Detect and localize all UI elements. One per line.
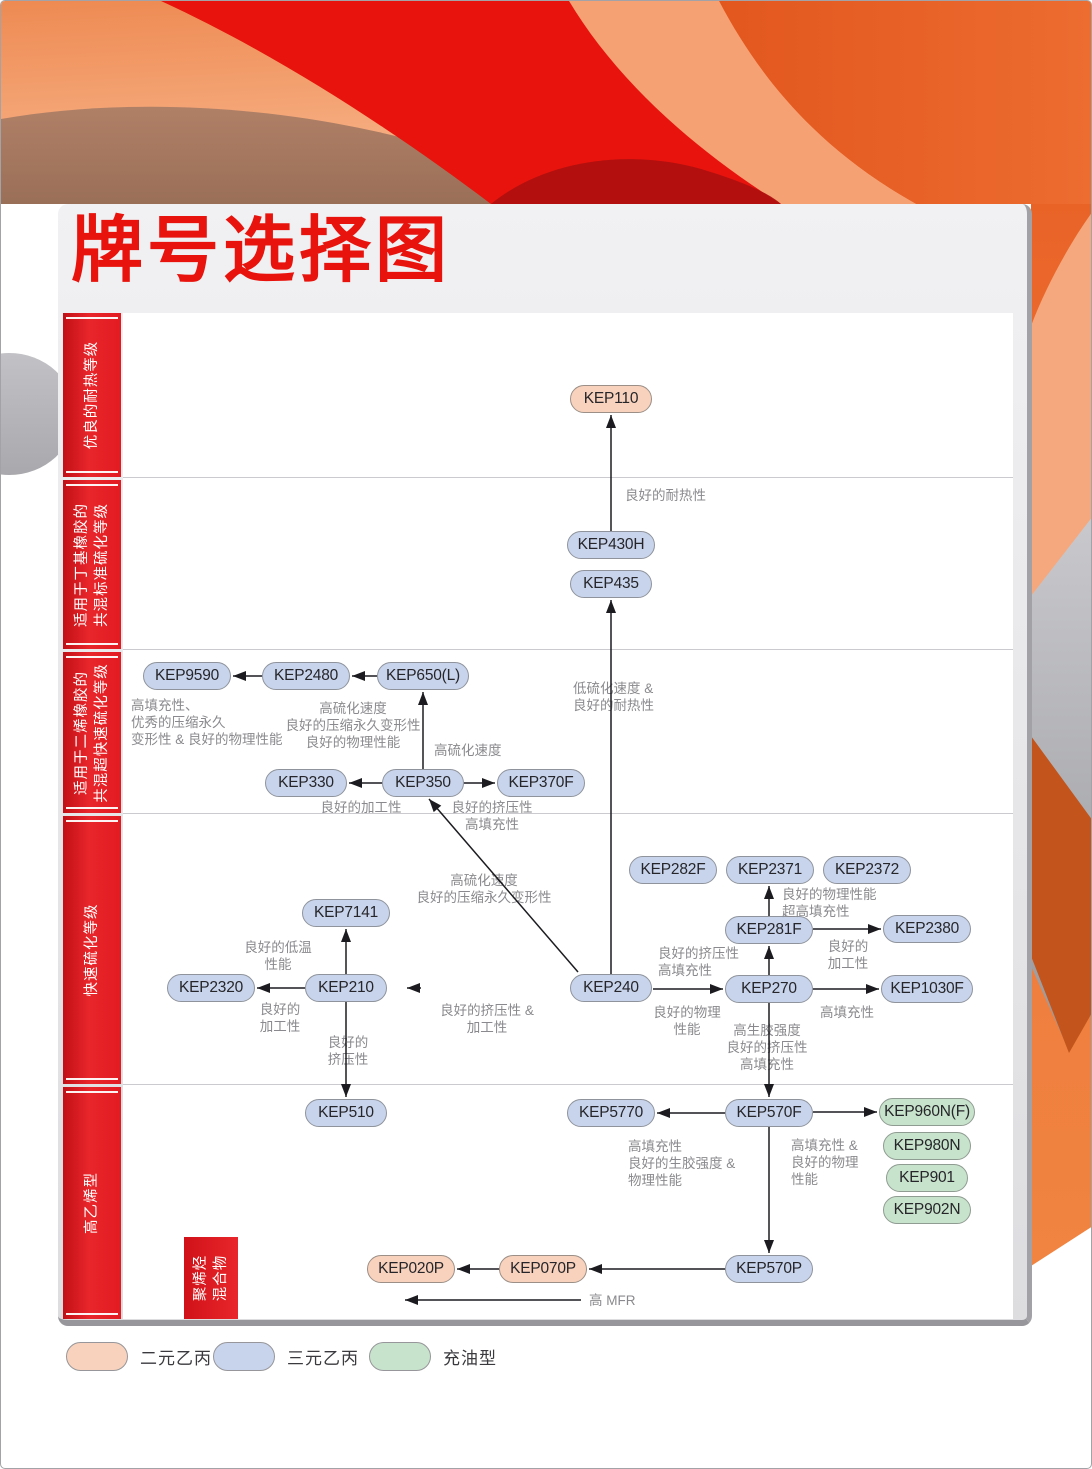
legend-item-epdm-ternary: 三元乙丙	[213, 1342, 359, 1371]
sidebar-band-3: 适用于二烯橡胶的 共混超快速硫化等级	[63, 652, 121, 813]
annotation-label: 高填充性 良好的生胶强度 & 物理性能	[628, 1139, 736, 1188]
annotation-label: 高硫化速度 良好的压缩永久变形性	[416, 873, 552, 905]
annotation-label: 良好的挤压性 & 加工性	[440, 1003, 534, 1035]
polyolefin-label: 聚烯烃 混合物	[193, 1254, 229, 1302]
node-KEP2380: KEP2380	[883, 915, 971, 943]
node-KEP435: KEP435	[570, 570, 652, 598]
legend-item-oil-extended: 充油型	[369, 1342, 497, 1371]
row-separator	[123, 649, 1013, 650]
annotation-label: 良好的挤压性 高填充性	[451, 800, 533, 832]
node-KEP070P: KEP070P	[499, 1255, 587, 1283]
node-KEP960N(F): KEP960N(F)	[879, 1098, 975, 1126]
node-KEP901: KEP901	[886, 1164, 968, 1192]
annotation-label: 良好的 加工性	[259, 1002, 301, 1034]
node-KEP281F: KEP281F	[725, 916, 813, 944]
node-KEP110: KEP110	[570, 385, 652, 413]
legend-swatch-pink	[66, 1342, 128, 1371]
annotation-label: 高生胶强度 良好的挤压性 高填充性	[726, 1023, 808, 1072]
node-KEP2372: KEP2372	[823, 856, 911, 884]
annotation-label: 高硫化速度 良好的压缩永久变形性 良好的物理性能	[285, 701, 421, 750]
annotation-label: 高 MFR	[589, 1293, 636, 1308]
node-KEP350: KEP350	[382, 769, 464, 797]
node-KEP980N: KEP980N	[883, 1132, 971, 1160]
legend-swatch-green	[369, 1342, 431, 1371]
node-KEP7141: KEP7141	[302, 899, 390, 927]
row-separator	[123, 477, 1013, 478]
node-KEP270: KEP270	[725, 975, 813, 1003]
node-KEP9590: KEP9590	[143, 662, 231, 690]
annotation-label: 良好的低温 性能	[244, 940, 312, 972]
sidebar-band-label: 优良的耐热等级	[84, 340, 100, 450]
node-KEP570F: KEP570F	[725, 1099, 813, 1127]
right-swirl-graphic	[1031, 204, 1091, 1266]
sidebar-band-2: 适用于丁基橡胶的 共混标准硫化等级	[63, 480, 121, 649]
node-KEP2371: KEP2371	[726, 856, 814, 884]
annotation-label: 良好的耐热性	[625, 488, 706, 503]
node-KEP1030F: KEP1030F	[881, 975, 973, 1003]
legend-label: 充油型	[443, 1349, 497, 1368]
annotation-label: 高硫化速度	[434, 743, 502, 758]
node-KEP020P: KEP020P	[367, 1255, 455, 1283]
node-KEP902N: KEP902N	[883, 1196, 971, 1224]
node-KEP430H: KEP430H	[567, 531, 655, 559]
annotation-label: 低硫化速度 & 良好的耐热性	[573, 681, 654, 713]
annotation-label: 良好的物理性能 超高填充性	[782, 887, 877, 919]
node-KEP330: KEP330	[265, 769, 347, 797]
node-KEP240: KEP240	[570, 974, 652, 1002]
sidebar-band-label: 适用于丁基橡胶的 共混标准硫化等级	[74, 502, 110, 627]
node-KEP370F: KEP370F	[497, 769, 585, 797]
legend-item-epdm-binary: 二元乙丙	[66, 1342, 212, 1371]
page-title: 牌号选择图	[71, 207, 452, 292]
annotation-label: 良好的物理 性能	[653, 1005, 721, 1037]
node-KEP210: KEP210	[305, 974, 387, 1002]
sidebar-band-polyolefin: 聚烯烃 混合物	[184, 1237, 238, 1319]
sidebar-band-5: 高乙烯型	[63, 1087, 121, 1319]
node-KEP650(L): KEP650(L)	[377, 662, 469, 690]
annotation-label: 良好的 挤压性	[327, 1035, 369, 1067]
node-KEP282F: KEP282F	[629, 856, 717, 884]
node-KEP5770: KEP5770	[567, 1099, 655, 1127]
node-KEP570P: KEP570P	[725, 1255, 813, 1283]
annotation-label: 高填充性	[820, 1005, 874, 1020]
annotation-label: 良好的加工性	[320, 800, 402, 815]
banner-swirl-graphic	[1, 1, 1091, 204]
row-separator	[123, 813, 1013, 814]
sidebar-band-1: 优良的耐热等级	[63, 313, 121, 477]
node-KEP510: KEP510	[305, 1099, 387, 1127]
annotation-label: 高填充性、 优秀的压缩永久 变形性 & 良好的物理性能	[131, 698, 283, 747]
sidebar-band-label: 适用于二烯橡胶的 共混超快速硫化等级	[74, 662, 110, 803]
row-separator	[123, 1084, 1013, 1085]
sidebar-band-label: 快速硫化等级	[84, 903, 100, 997]
node-KEP2320: KEP2320	[167, 974, 255, 1002]
chart-area	[123, 313, 1013, 1319]
annotation-label: 良好的 加工性	[827, 939, 869, 971]
sidebar-band-4: 快速硫化等级	[63, 816, 121, 1084]
node-KEP2480: KEP2480	[262, 662, 350, 690]
legend-swatch-blue	[213, 1342, 275, 1371]
legend-label: 三元乙丙	[287, 1349, 359, 1368]
annotation-label: 良好的挤压性 高填充性	[658, 946, 739, 978]
sidebar-band-label: 高乙烯型	[84, 1172, 100, 1234]
legend-label: 二元乙丙	[140, 1349, 212, 1368]
annotation-label: 高填充性 & 良好的物理 性能	[791, 1138, 859, 1187]
